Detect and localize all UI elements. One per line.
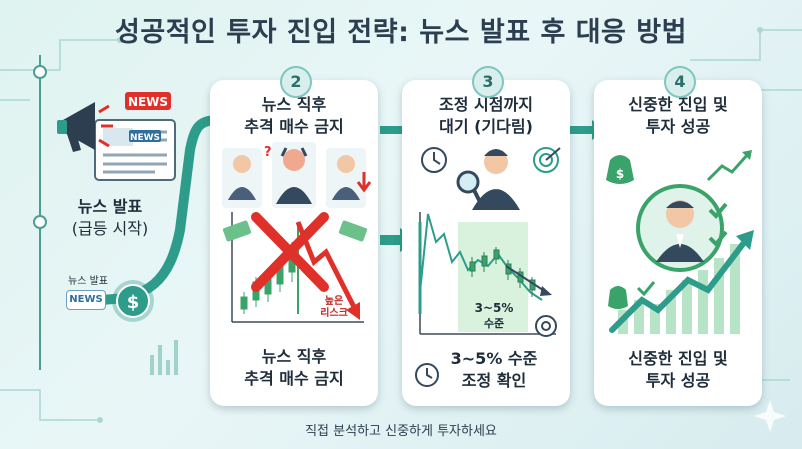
step4-bottom-text: 신중한 진입 및 투자 성공	[594, 348, 762, 392]
news-tag-text: NEWS	[69, 294, 103, 305]
clock-small-icon	[415, 363, 439, 387]
money-bag-dollar: $	[616, 167, 624, 181]
step2-bottom-text: 뉴스 직후 추격 매수 금지	[210, 346, 378, 390]
step4-bottom-line2: 투자 성공	[645, 371, 711, 390]
step2-illustration: ? 높은 리스크	[222, 142, 372, 323]
step-card-no-chase: 뉴스 직후 추격 매수 금지 ?	[210, 80, 378, 406]
news-label-line2: (급등 시작)	[71, 219, 149, 238]
zone-label-line2: 수준	[484, 317, 504, 330]
step-badge-3: 3	[472, 66, 504, 98]
dollar-coin-text: $	[127, 292, 140, 313]
money-bag-small-icon	[608, 286, 628, 309]
footer-advice: 직접 분석하고 신중하게 투자하세요	[305, 424, 497, 439]
target-small-icon	[535, 315, 557, 337]
step4-bottom-line1: 신중한 진입 및	[628, 349, 728, 368]
step3-top-text: 조정 시점까지 대기 (기다림)	[402, 94, 570, 138]
check-icon	[708, 202, 728, 247]
dollar-coin-icon: $	[112, 280, 154, 322]
clock-icon	[421, 147, 447, 173]
step2-top-line1: 뉴스 직후	[261, 95, 327, 114]
worried-investors-icon	[222, 142, 366, 208]
step4-illustration: $	[606, 150, 754, 334]
money-bag-icon: $	[606, 155, 634, 184]
zone-label-line1: 3~5%	[475, 301, 514, 315]
megaphone-icon	[57, 102, 113, 152]
step3-top-line2: 대기 (기다림)	[439, 117, 533, 136]
newspaper-icon	[94, 119, 176, 181]
step-card-wait-correction: 조정 시점까지 대기 (기다림)	[402, 80, 570, 406]
target-icon	[533, 147, 561, 173]
news-tag: NEWS	[66, 290, 106, 310]
cash-hands-icon	[222, 220, 368, 242]
news-announcement-label: 뉴스 발표 (급등 시작)	[55, 196, 165, 240]
step3-bottom-line2: 조정 확인	[461, 371, 527, 390]
step3-bottom-line1: 3~5% 수준	[450, 349, 538, 368]
news-small-text: NEWS	[130, 133, 160, 143]
step3-illustration: 3~5% 수준	[418, 147, 561, 337]
step2-top-line2: 추격 매수 금지	[244, 117, 344, 136]
news-label-line1: 뉴스 발표	[77, 197, 143, 216]
big-red-x-icon	[251, 212, 329, 292]
news-sign-text: NEWS	[128, 95, 168, 109]
step2-bottom-line1: 뉴스 직후	[261, 347, 327, 366]
step2-top-text: 뉴스 직후 추격 매수 금지	[210, 94, 378, 138]
step4-top-text: 신중한 진입 및 투자 성공	[594, 94, 762, 138]
step4-top-line1: 신중한 진입 및	[628, 95, 728, 114]
news-announcement-illustration: NEWS NEWS	[57, 92, 176, 181]
analyst-with-magnifier-icon	[456, 149, 520, 210]
step2-bottom-line2: 추격 매수 금지	[244, 369, 344, 388]
step-card-success: 신중한 진입 및 투자 성공 $	[594, 80, 762, 406]
step-badge-4: 4	[664, 66, 696, 98]
high-risk-line1: 높은	[325, 295, 343, 307]
step-badge-2: 2	[280, 66, 312, 98]
news-small-label: 뉴스 발표	[68, 276, 108, 287]
question-mark: ?	[264, 145, 272, 160]
high-risk-line2: 리스크	[320, 306, 348, 319]
step4-top-line2: 투자 성공	[645, 117, 711, 136]
step3-bottom-text: 3~5% 수준 조정 확인	[418, 348, 570, 392]
step3-top-line1: 조정 시점까지	[439, 95, 533, 114]
page-title: 성공적인 투자 진입 전략: 뉴스 발표 후 대응 방법	[115, 17, 687, 48]
